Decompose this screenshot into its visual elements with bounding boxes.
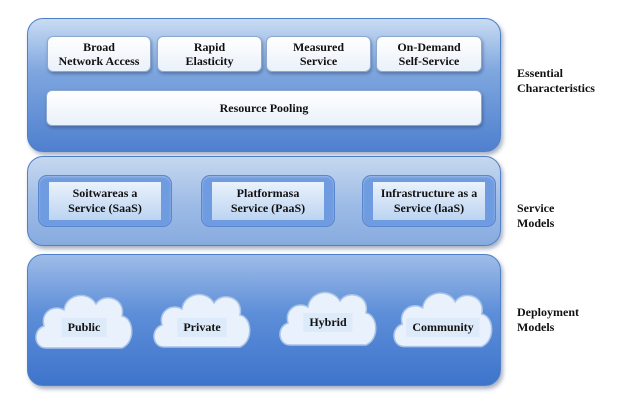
characteristic-resource-pooling: Resource Pooling [46,90,482,126]
deployment-models-panel: Public Private Hybrid Community [27,254,501,386]
characteristic-measured-service: Measured Service [266,36,371,72]
cloud-icon [393,292,493,348]
service-label: Platformasa Service (PaaS) [230,186,306,215]
characteristic-label: Rapid Elasticity [185,40,234,68]
characteristic-label: On-Demand Self-Service [397,40,461,68]
cloud-private: Private [150,281,254,353]
deployment-label-community: Community [406,318,480,337]
service-label: Soitwareas a Service (SaaS) [68,186,142,215]
characteristic-label: Resource Pooling [219,101,309,115]
service-saas-box: Soitwareas a Service (SaaS) [38,175,172,227]
deployment-models-label: Deployment Models [517,305,579,334]
characteristic-rapid-elasticity: Rapid Elasticity [157,36,262,72]
characteristic-label: Broad Network Access [58,40,140,68]
cloud-hybrid: Hybrid [276,279,380,351]
cloud-public: Public [32,282,136,354]
service-iaas-box: Infrastructure as a Service (laaS) [362,175,496,227]
deployment-label-public: Public [61,318,107,337]
service-label: Infrastructure as a Service (laaS) [380,186,478,215]
deployment-label-hybrid: Hybrid [303,313,353,332]
essential-characteristics-panel: Broad Network Access Rapid Elasticity Me… [27,18,501,152]
service-models-panel: Soitwareas a Service (SaaS) Platformasa … [27,156,501,246]
cloud-community: Community [390,279,496,353]
characteristic-label: Measured Service [292,40,345,68]
deployment-label-private: Private [177,318,227,337]
essential-characteristics-label: Essential Characteristics [517,66,595,95]
service-models-label: Service Models [517,201,555,230]
service-paas-box: Platformasa Service (PaaS) [201,175,335,227]
characteristic-on-demand-self-service: On-Demand Self-Service [376,36,482,72]
cloud-icon [153,293,251,348]
characteristic-broad-network-access: Broad Network Access [47,36,151,72]
